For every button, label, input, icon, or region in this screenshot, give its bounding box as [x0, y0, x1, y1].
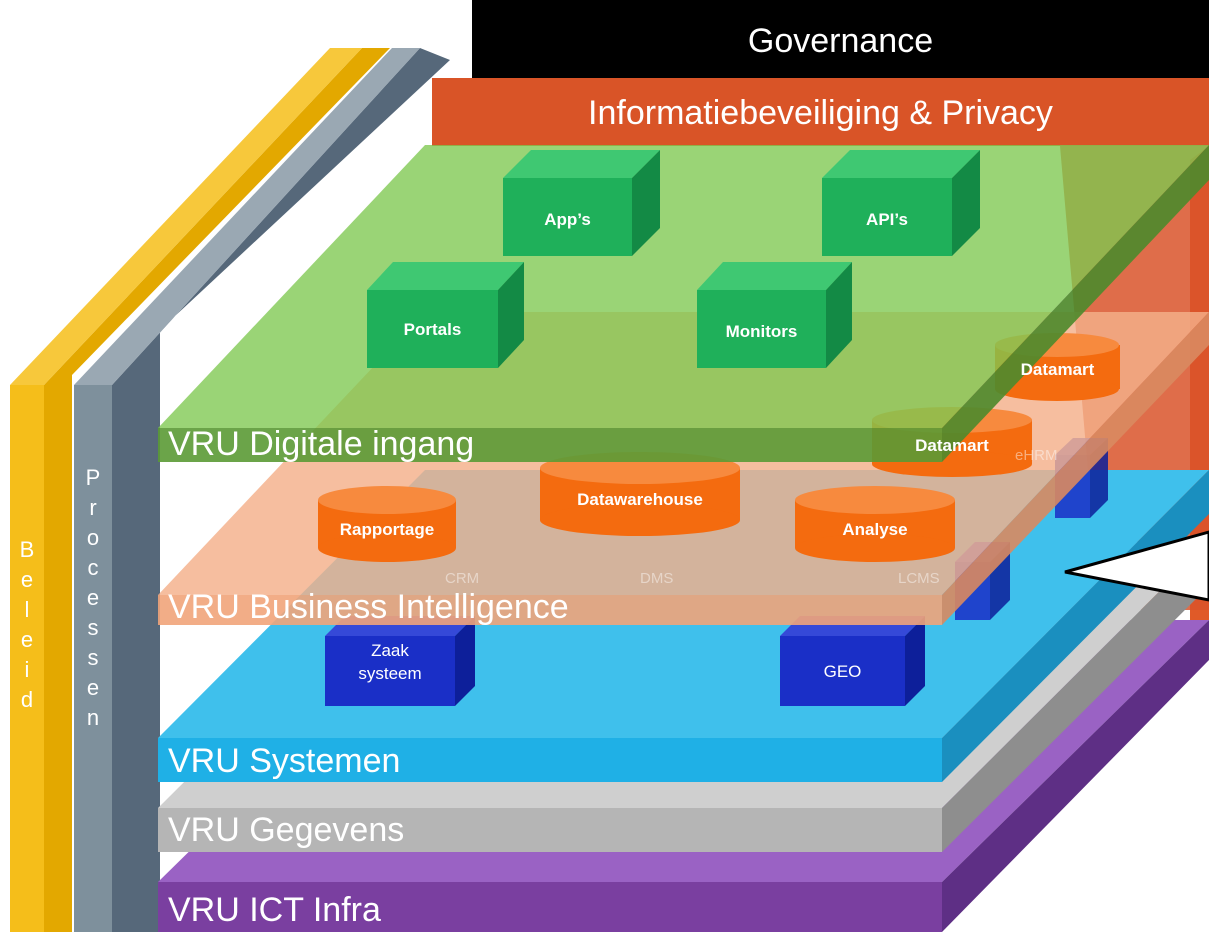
datawarehouse-cyl-shape	[540, 452, 740, 536]
analyse-cyl-shape	[795, 486, 955, 562]
beleid-letter: B	[19, 537, 35, 562]
zaak-box-shape	[325, 616, 475, 706]
processen-letter: c	[87, 555, 99, 580]
systems-front	[158, 738, 942, 782]
apis-box: API’s	[866, 210, 908, 229]
beleid-letter: e	[20, 627, 34, 652]
beleid-bar-front	[10, 385, 44, 932]
digital-side	[942, 145, 1209, 462]
datamart2-cylinder: Datamart	[915, 436, 989, 455]
infra-layer-label: VRU ICT Infra	[168, 891, 381, 929]
datawarehouse-cylinder: Datawarehouse	[577, 490, 703, 509]
portals-box: Portals	[403, 320, 462, 339]
processen-bar-top	[74, 48, 420, 385]
ehrm-ghost-label: eHRM	[1015, 447, 1058, 464]
dms-ghost-label: DMS	[640, 570, 674, 587]
digital-front	[158, 428, 942, 462]
beleid-letter: e	[20, 567, 34, 592]
beleid-letter: i	[24, 657, 30, 682]
processen-letter: e	[86, 675, 100, 700]
beleid-bar-top	[10, 48, 362, 385]
callout-pointer	[1064, 530, 1209, 602]
analyse-cylinder: Analyse	[842, 520, 908, 539]
zaak-box: Zaak systeem	[358, 641, 422, 683]
governance-bar	[472, 0, 1209, 78]
portals-box-shape	[367, 262, 524, 368]
crm-ghost-label: CRM	[445, 570, 480, 587]
processen-letter: n	[86, 705, 100, 730]
datamart1-cylinder: Datamart	[1020, 360, 1095, 379]
monitors-box: Monitors	[725, 322, 798, 341]
governance-label: Governance	[747, 22, 934, 60]
bi-layer-label: VRU Business Intelligence	[168, 588, 569, 626]
infra-front	[158, 882, 942, 932]
monitors-box-shape	[697, 262, 852, 368]
data-layer-label: VRU Gegevens	[168, 811, 405, 849]
infra-side	[942, 620, 1209, 932]
rapportage-cylinder: Rapportage	[339, 520, 435, 539]
geo-box: GEO	[823, 662, 862, 681]
beleid-letter: d	[20, 687, 34, 712]
bi-side	[942, 312, 1209, 625]
rapportage-cyl-shape	[318, 486, 456, 562]
processen-bar-front	[74, 385, 112, 932]
systems-side	[942, 470, 1209, 782]
beleid-letter: l	[24, 597, 30, 622]
processen-letter: e	[86, 585, 100, 610]
apps-box-shape	[503, 150, 660, 256]
data-front	[158, 808, 942, 852]
processen-letter: r	[89, 495, 97, 520]
security-bar	[432, 78, 1209, 146]
processen-letter: o	[86, 525, 100, 550]
security-label: Informatiebeveiliging & Privacy	[588, 94, 1053, 132]
digital-layer-label: VRU Digitale ingang	[168, 425, 475, 463]
systems-layer-label: VRU Systemen	[168, 742, 401, 780]
bi-front	[158, 595, 942, 625]
data-side	[942, 542, 1209, 852]
beleid-bar-side	[44, 48, 390, 932]
geo-box-shape	[780, 616, 925, 706]
apps-box: App’s	[544, 210, 591, 229]
lcms-ghost-label: LCMS	[898, 570, 940, 587]
processen-letter: s	[87, 645, 99, 670]
apis-box-shape	[822, 150, 980, 256]
processen-letter: P	[85, 465, 101, 490]
processen-letter: s	[87, 615, 99, 640]
processen-bar-side	[112, 48, 450, 932]
